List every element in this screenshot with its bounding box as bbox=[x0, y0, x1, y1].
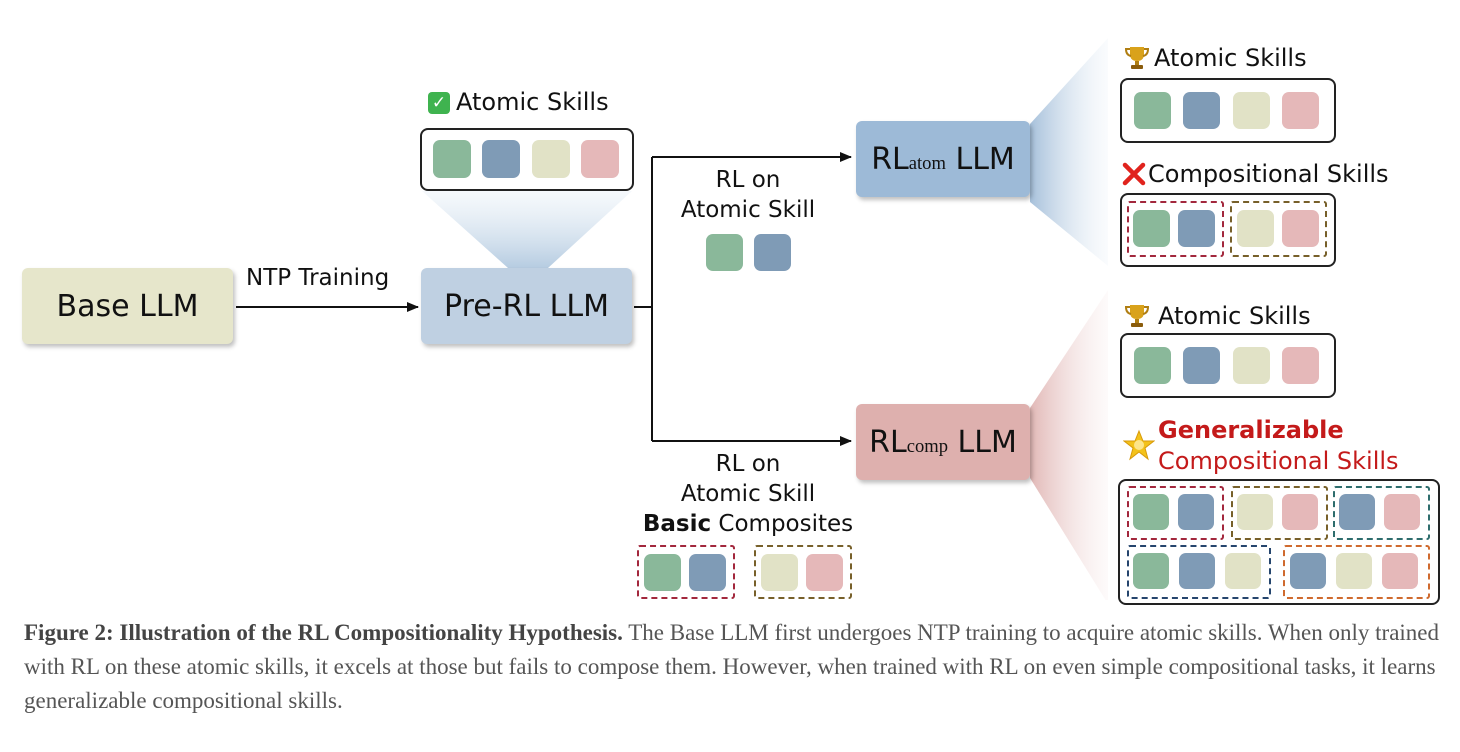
pre-rl-panel-title: Atomic Skills bbox=[456, 88, 609, 116]
trophy-icon bbox=[1125, 303, 1149, 329]
skill-green bbox=[1133, 210, 1170, 247]
skill-pink bbox=[806, 554, 843, 591]
skill-beige bbox=[1233, 92, 1270, 129]
skill-green bbox=[433, 140, 471, 178]
cross-mark-icon bbox=[1122, 162, 1146, 186]
skill-beige bbox=[532, 140, 570, 178]
atom-comp-panel bbox=[1120, 193, 1336, 267]
rl-comp-edge-label: RL on Atomic Skill Basic Composites bbox=[642, 451, 854, 537]
edge-skill-blue bbox=[754, 234, 791, 271]
rl-comp-llm-node: RLcomp LLM bbox=[856, 404, 1030, 480]
composite-navy bbox=[1127, 545, 1271, 599]
rl-atom-llm-label: RLatom LLM bbox=[871, 141, 1015, 177]
rl-atomic-edge-label: RL on Atomic Skill bbox=[680, 167, 816, 223]
caption-text: The Base LLM first undergoes NTP trainin… bbox=[24, 620, 1440, 713]
pre-rl-llm-node: Pre-RL LLM bbox=[421, 268, 632, 344]
skill-blue bbox=[1183, 347, 1220, 384]
comp-gen-panel bbox=[1118, 479, 1440, 605]
atom-atomic-panel bbox=[1120, 78, 1336, 143]
skill-pink bbox=[1282, 494, 1318, 530]
skill-green bbox=[644, 554, 681, 591]
caption-label: Figure 2: Illustration of the RL Composi… bbox=[24, 620, 623, 645]
rl-atom-llm-node: RLatom LLM bbox=[856, 121, 1030, 197]
connector-layer bbox=[236, 38, 1108, 600]
skill-beige bbox=[761, 554, 798, 591]
figure-caption: Figure 2: Illustration of the RL Composi… bbox=[24, 616, 1439, 718]
check-mark-icon: ✓ bbox=[428, 92, 450, 114]
composite-teal bbox=[1333, 486, 1430, 540]
skill-pink bbox=[1282, 347, 1319, 384]
skill-beige bbox=[1233, 347, 1270, 384]
composite-red bbox=[1127, 486, 1224, 540]
rl-comp-llm-label: RLcomp LLM bbox=[869, 424, 1017, 460]
skill-beige bbox=[1336, 553, 1372, 589]
skill-pink bbox=[1282, 210, 1319, 247]
skill-blue bbox=[1179, 553, 1215, 589]
skill-beige bbox=[1237, 494, 1273, 530]
pre-rl-cone bbox=[422, 191, 632, 268]
skill-beige bbox=[1225, 553, 1261, 589]
skill-green bbox=[1133, 494, 1169, 530]
diagram: Base LLM Pre-RL LLM RLatom LLM RLcomp LL… bbox=[22, 38, 1440, 605]
composite-olive bbox=[1230, 201, 1327, 257]
skill-pink bbox=[1382, 553, 1418, 589]
skill-blue bbox=[1339, 494, 1375, 530]
skill-blue bbox=[1183, 92, 1220, 129]
basic-composite-red bbox=[637, 545, 735, 599]
skill-blue bbox=[1178, 210, 1215, 247]
atom-comp-title: Compositional Skills bbox=[1148, 160, 1389, 188]
skill-blue bbox=[689, 554, 726, 591]
edge-skill-green bbox=[706, 234, 743, 271]
basic-composite-olive bbox=[754, 545, 852, 599]
skill-green bbox=[1133, 553, 1169, 589]
comp-gen-title-1: Generalizable bbox=[1158, 416, 1344, 444]
skill-blue bbox=[482, 140, 520, 178]
base-llm-node: Base LLM bbox=[22, 268, 233, 344]
rl-comp-cone bbox=[1030, 290, 1108, 600]
skill-green bbox=[1134, 347, 1171, 384]
rl-atom-cone bbox=[1030, 38, 1108, 266]
base-llm-label: Base LLM bbox=[56, 288, 199, 324]
atom-atomic-title: Atomic Skills bbox=[1154, 44, 1307, 72]
comp-gen-title-2: Compositional Skills bbox=[1158, 447, 1399, 475]
star-icon bbox=[1123, 429, 1155, 461]
ntp-training-label: NTP Training bbox=[246, 265, 390, 291]
composite-orange bbox=[1283, 545, 1430, 599]
pre-rl-skills-panel bbox=[420, 128, 634, 191]
skill-pink bbox=[581, 140, 619, 178]
skill-pink bbox=[1384, 494, 1420, 530]
comp-atomic-title: Atomic Skills bbox=[1158, 302, 1311, 330]
skill-beige bbox=[1237, 210, 1274, 247]
skill-blue bbox=[1178, 494, 1214, 530]
skill-pink bbox=[1282, 92, 1319, 129]
composite-red bbox=[1127, 201, 1224, 257]
skill-green bbox=[1134, 92, 1171, 129]
trophy-icon bbox=[1125, 45, 1149, 71]
comp-atomic-panel bbox=[1120, 333, 1336, 398]
pre-rl-llm-label: Pre-RL LLM bbox=[444, 288, 609, 324]
composite-olive bbox=[1231, 486, 1328, 540]
skill-blue bbox=[1290, 553, 1326, 589]
